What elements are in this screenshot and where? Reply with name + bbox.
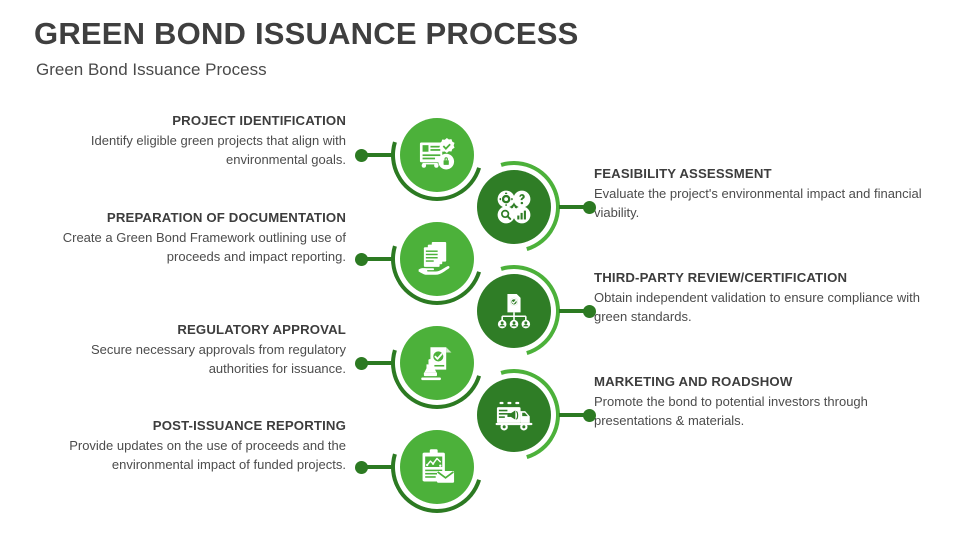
certificate-document-check-lock-icon <box>419 137 455 170</box>
megaphone-truck-icon <box>495 401 533 431</box>
certificate-org-chart-people-icon <box>497 293 531 329</box>
step-body: Create a Green Bond Framework outlining … <box>62 229 346 265</box>
node-connector <box>559 408 596 422</box>
step-text-project-identification: PROJECT IDENTIFICATION Identify eligible… <box>28 112 346 169</box>
node-connector <box>355 356 392 370</box>
step-body: Obtain independent validation to ensure … <box>594 289 920 325</box>
step-node-project-identification[interactable] <box>355 92 500 218</box>
node-connector-dot <box>355 460 368 474</box>
step-node-third-party-review-certification[interactable] <box>451 248 596 374</box>
node-disc <box>477 274 551 348</box>
step-heading: MARKETING AND ROADSHOW <box>594 374 793 389</box>
node-connector-dot <box>583 200 596 214</box>
node-connector-dot <box>583 304 596 318</box>
clipboard-chart-envelope-icon <box>422 449 455 483</box>
node-disc <box>400 430 474 504</box>
step-text-marketing-and-roadshow: MARKETING AND ROADSHOW Promote the bond … <box>594 373 924 430</box>
node-connector-dot <box>355 252 368 266</box>
step-body: Identify eligible green projects that al… <box>90 132 346 168</box>
node-disc <box>400 118 474 192</box>
documents-on-hand-icon <box>418 241 450 275</box>
node-disc <box>400 222 474 296</box>
node-connector <box>355 460 392 474</box>
approval-stamp-document-icon <box>421 347 452 381</box>
step-text-post-issuance-reporting: POST-ISSUANCE REPORTING Provide updates … <box>28 417 346 474</box>
step-body: Secure necessary approvals from regulato… <box>90 341 346 377</box>
step-node-feasibility-assessment[interactable] <box>451 144 596 270</box>
node-connector-dot <box>355 356 368 370</box>
node-connector-dot <box>583 408 596 422</box>
node-connector <box>559 200 596 214</box>
step-heading: PREPARATION OF DOCUMENTATION <box>106 210 346 225</box>
step-text-feasibility-assessment: FEASIBILITY ASSESSMENT Evaluate the proj… <box>594 165 924 222</box>
page-title: GREEN BOND ISSUANCE PROCESS <box>34 16 579 51</box>
step-heading: THIRD-PARTY REVIEW/CERTIFICATION <box>594 270 848 285</box>
node-connector <box>559 304 596 318</box>
step-node-preparation-of-documentation[interactable] <box>355 196 500 322</box>
gear-question-search-chart-icon <box>497 190 531 224</box>
step-node-marketing-and-roadshow[interactable] <box>451 352 596 478</box>
node-connector <box>355 252 392 266</box>
step-heading: POST-ISSUANCE REPORTING <box>152 418 346 433</box>
step-heading: FEASIBILITY ASSESSMENT <box>594 166 772 181</box>
node-disc <box>477 378 551 452</box>
step-body: Promote the bond to potential investors … <box>594 393 868 429</box>
node-disc <box>400 326 474 400</box>
step-node-post-issuance-reporting[interactable] <box>355 404 500 530</box>
node-disc <box>477 170 551 244</box>
page-subtitle: Green Bond Issuance Process <box>36 60 267 79</box>
step-body: Provide updates on the use of proceeds a… <box>69 437 346 473</box>
node-connector <box>355 148 392 162</box>
step-node-regulatory-approval[interactable] <box>355 300 500 426</box>
step-text-regulatory-approval: REGULATORY APPROVAL Secure necessary app… <box>28 321 346 378</box>
step-heading: REGULATORY APPROVAL <box>177 322 346 337</box>
node-connector-dot <box>355 148 368 162</box>
step-body: Evaluate the project's environmental imp… <box>594 185 922 221</box>
step-heading: PROJECT IDENTIFICATION <box>172 113 346 128</box>
step-text-third-party-review-certification: THIRD-PARTY REVIEW/CERTIFICATION Obtain … <box>594 269 924 326</box>
step-text-preparation-of-documentation: PREPARATION OF DOCUMENTATION Create a Gr… <box>28 209 346 266</box>
